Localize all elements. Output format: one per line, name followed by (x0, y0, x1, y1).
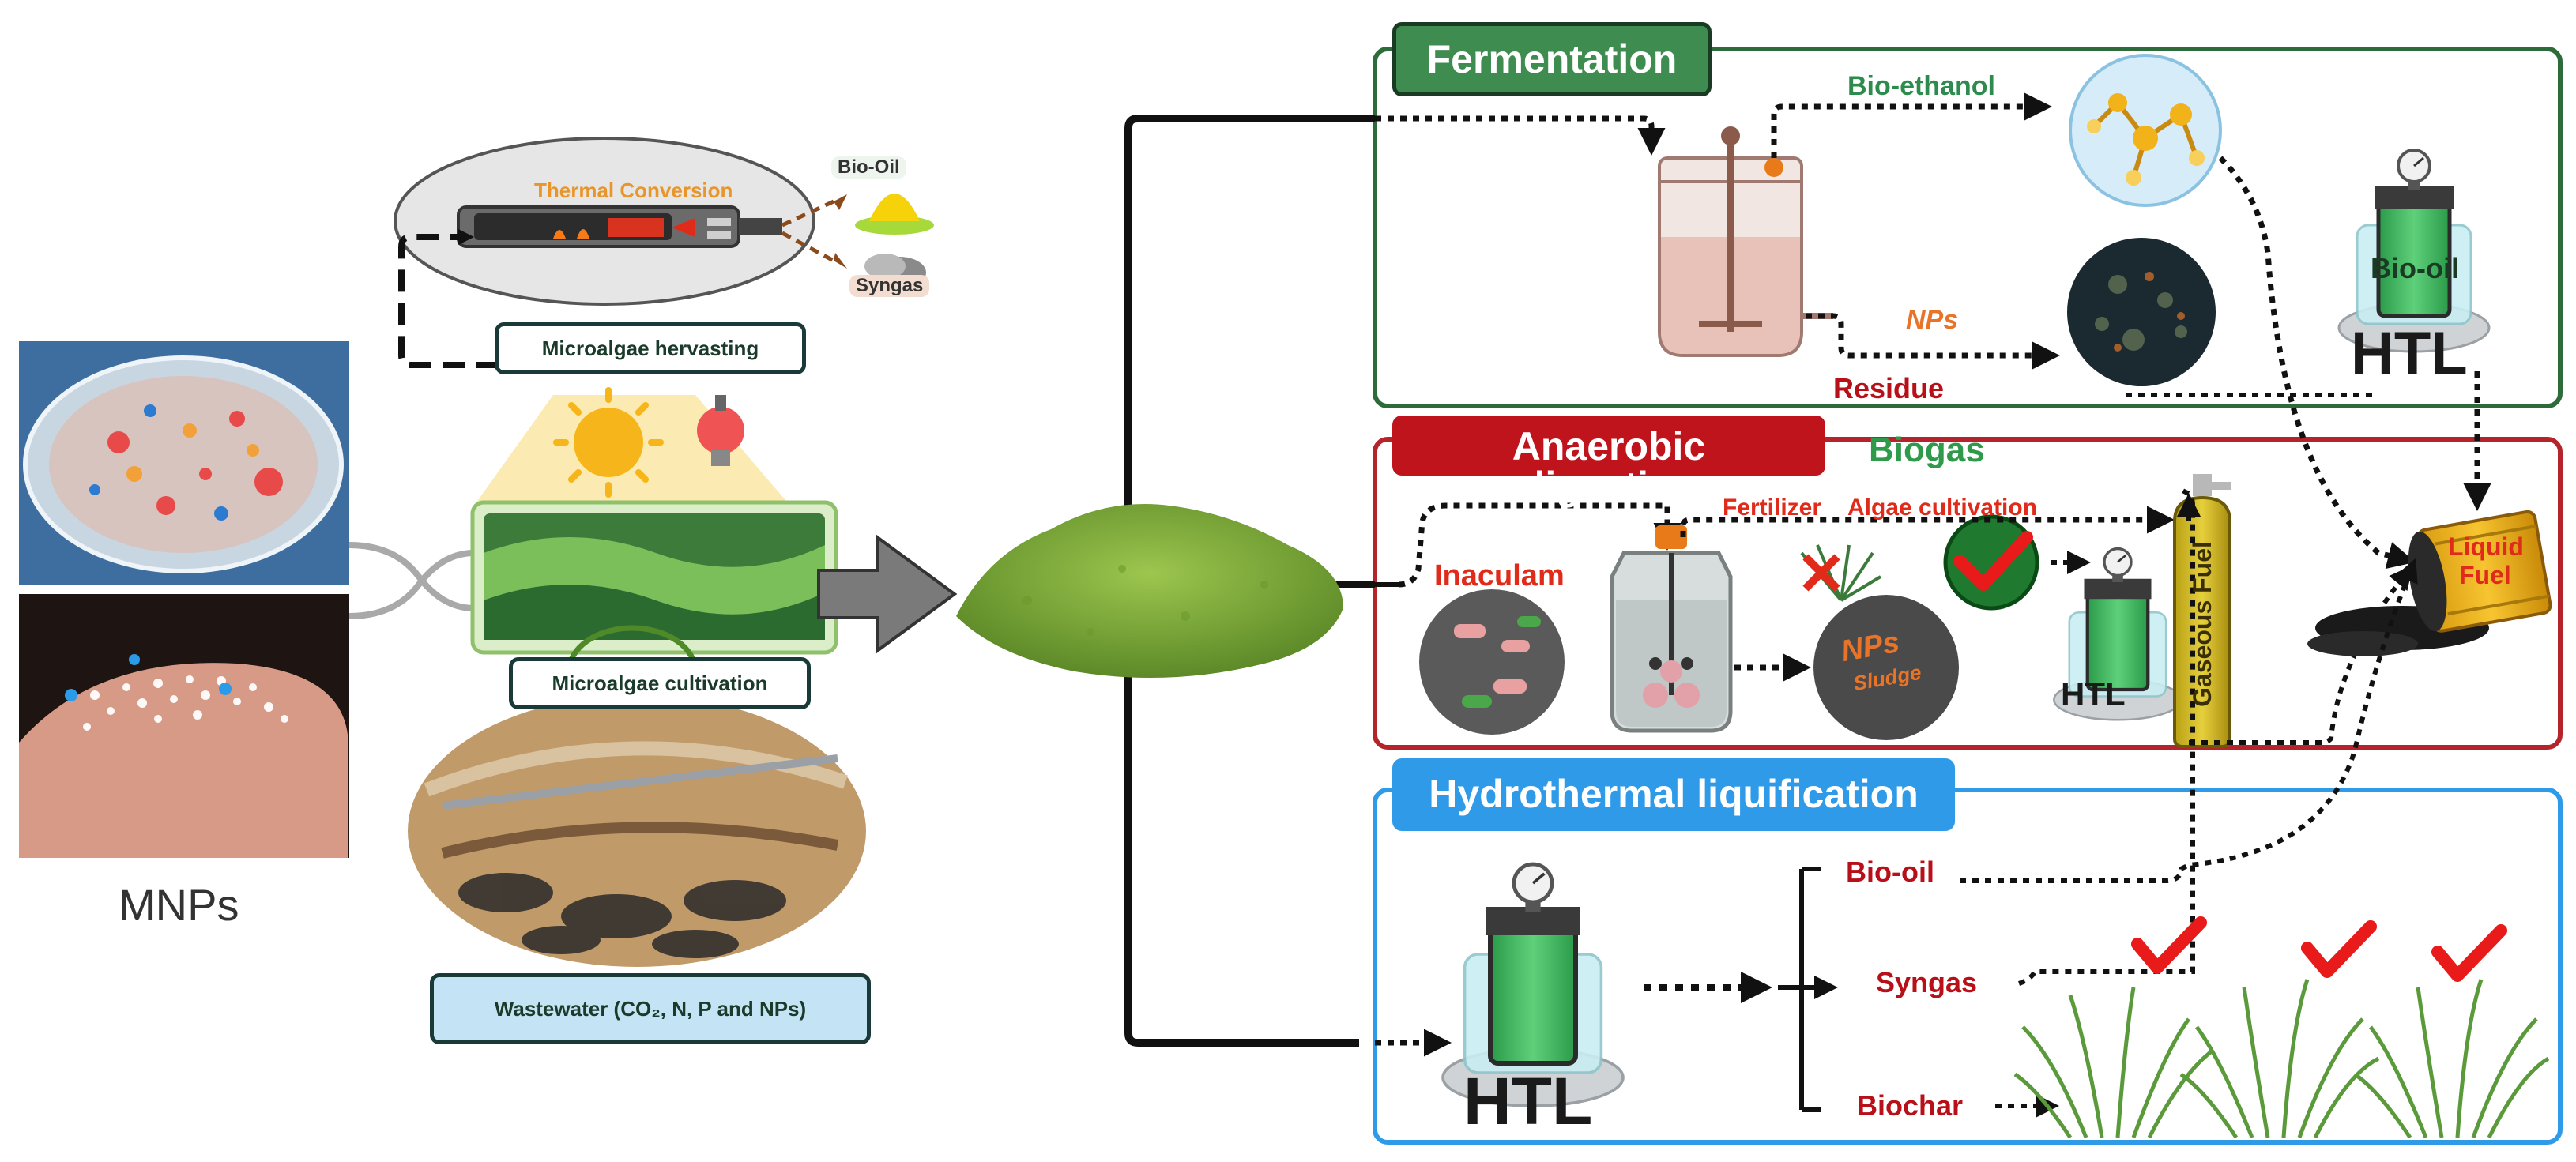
bio-oil-htl-label: Bio-oil (1846, 856, 1934, 888)
bio-oil-fermentation-label: Bio-oil (2371, 252, 2459, 284)
digester-vessel (1610, 525, 1733, 733)
lightbulb-icon (697, 395, 744, 466)
liquid-fuel-label-line2: Fuel (2459, 561, 2511, 589)
algae-powder-pile (956, 504, 1343, 678)
sun-icon (553, 387, 664, 498)
nps-residue-image (2067, 238, 2216, 386)
fermentation-frame (1373, 47, 2563, 408)
gaseous-fuel-label: Gaseous Fuel (2188, 541, 2216, 707)
nps-label: NPs (1906, 305, 1959, 335)
algae-cultivation-check-icon (1943, 514, 2039, 611)
bio-oil-thermal-label: Bio-Oil (831, 156, 906, 179)
thermal-conversion-label: Thermal Conversion (534, 179, 733, 202)
bio-ethanol-label: Bio-ethanol (1847, 71, 1995, 101)
htl-frame (1373, 788, 2563, 1145)
fermentation-title: Fermentation (1392, 22, 1712, 96)
htl-title: Hydrothermal liquification (1392, 758, 1955, 831)
biochar-label: Biochar (1857, 1089, 1964, 1122)
syngas-thermal-label: Syngas (849, 275, 930, 297)
wastewater-label: Wastewater (CO₂, N, P and NPs) (494, 996, 807, 1021)
htl-main-label: HTL (1463, 1064, 1593, 1138)
fertilizer-plant-x-icon (1800, 544, 1882, 602)
check-icons (2131, 916, 2507, 982)
fermenter-vessel (1658, 126, 1833, 357)
anaerobic-frame (1373, 437, 2563, 750)
mnps-label: MNPs (119, 880, 239, 930)
fertilizer-label: Fertilizer (1723, 495, 1822, 521)
grass-plants (2013, 979, 2550, 1139)
inoculum-image (1419, 589, 1565, 735)
residue-label: Residue (1833, 372, 1945, 404)
harvesting-tag: Microalgae hervasting (495, 322, 806, 374)
liquid-fuel-label-line1: Liquid (2448, 532, 2524, 561)
inoculum-label: Inaculam (1434, 559, 1565, 592)
ethanol-molecule (2069, 54, 2222, 207)
wastewater-tag: Wastewater (CO₂, N, P and NPs) (430, 973, 871, 1044)
liquid-fuel-drum (2307, 510, 2552, 656)
htl-fermentation-label: HTL (2351, 320, 2468, 387)
algae-cultivation-label: Algae cultivation (1847, 495, 2038, 521)
anaerobic-title: Anaerobic digestion (1392, 416, 1825, 506)
cultivation-tag: Microalgae cultivation (509, 657, 811, 709)
big-arrow (817, 534, 958, 654)
nps-sludge-image (1813, 595, 1959, 740)
syngas-htl-label: Syngas (1876, 966, 1978, 998)
htl-anaerobic-label: HTL (2061, 675, 2126, 713)
biogas-label: Biogas (1869, 431, 1985, 469)
